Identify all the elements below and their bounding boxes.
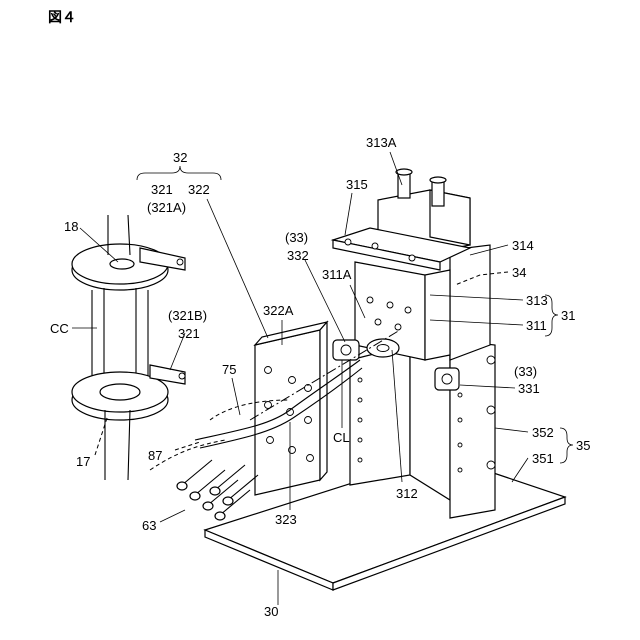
figure-title: 図４ bbox=[48, 9, 76, 25]
label-33b: (33) bbox=[514, 364, 537, 379]
label-75: 75 bbox=[222, 362, 236, 377]
label-311A: 311A bbox=[322, 267, 352, 282]
label-17: 17 bbox=[76, 454, 90, 469]
label-30: 30 bbox=[264, 604, 278, 619]
label-322: 322 bbox=[188, 182, 210, 197]
brace-32 bbox=[137, 166, 221, 180]
label-CC: CC bbox=[50, 321, 69, 336]
label-312: 312 bbox=[396, 486, 418, 501]
label-331: 331 bbox=[518, 381, 540, 396]
label-321-top: 321 bbox=[151, 182, 173, 197]
brace-35 bbox=[560, 428, 573, 463]
label-33a: (33) bbox=[285, 230, 308, 245]
label-321B: (321B) bbox=[168, 308, 207, 323]
label-32: 32 bbox=[173, 150, 187, 165]
clamp-assembly bbox=[333, 169, 490, 360]
label-311: 311 bbox=[526, 318, 547, 333]
guide-block bbox=[255, 322, 327, 495]
label-322A: 322A bbox=[263, 303, 294, 318]
label-63: 63 bbox=[142, 518, 156, 533]
label-18: 18 bbox=[64, 219, 78, 234]
label-313A: 313A bbox=[366, 135, 397, 150]
label-314: 314 bbox=[512, 238, 534, 253]
label-332: 332 bbox=[287, 248, 309, 263]
bolts bbox=[177, 460, 258, 520]
label-321A: (321A) bbox=[147, 200, 186, 215]
label-35: 35 bbox=[576, 438, 590, 453]
label-351: 351 bbox=[532, 451, 554, 466]
label-31: 31 bbox=[561, 308, 575, 323]
label-323: 323 bbox=[275, 512, 297, 527]
label-87: 87 bbox=[148, 448, 162, 463]
clamp-unit-331 bbox=[435, 368, 459, 390]
label-321-mid: 321 bbox=[178, 326, 200, 341]
label-313: 313 bbox=[526, 293, 548, 308]
label-352: 352 bbox=[532, 425, 554, 440]
label-34: 34 bbox=[512, 265, 526, 280]
tube-holder bbox=[72, 215, 185, 480]
label-CL: CL bbox=[333, 430, 350, 445]
label-315: 315 bbox=[346, 177, 368, 192]
